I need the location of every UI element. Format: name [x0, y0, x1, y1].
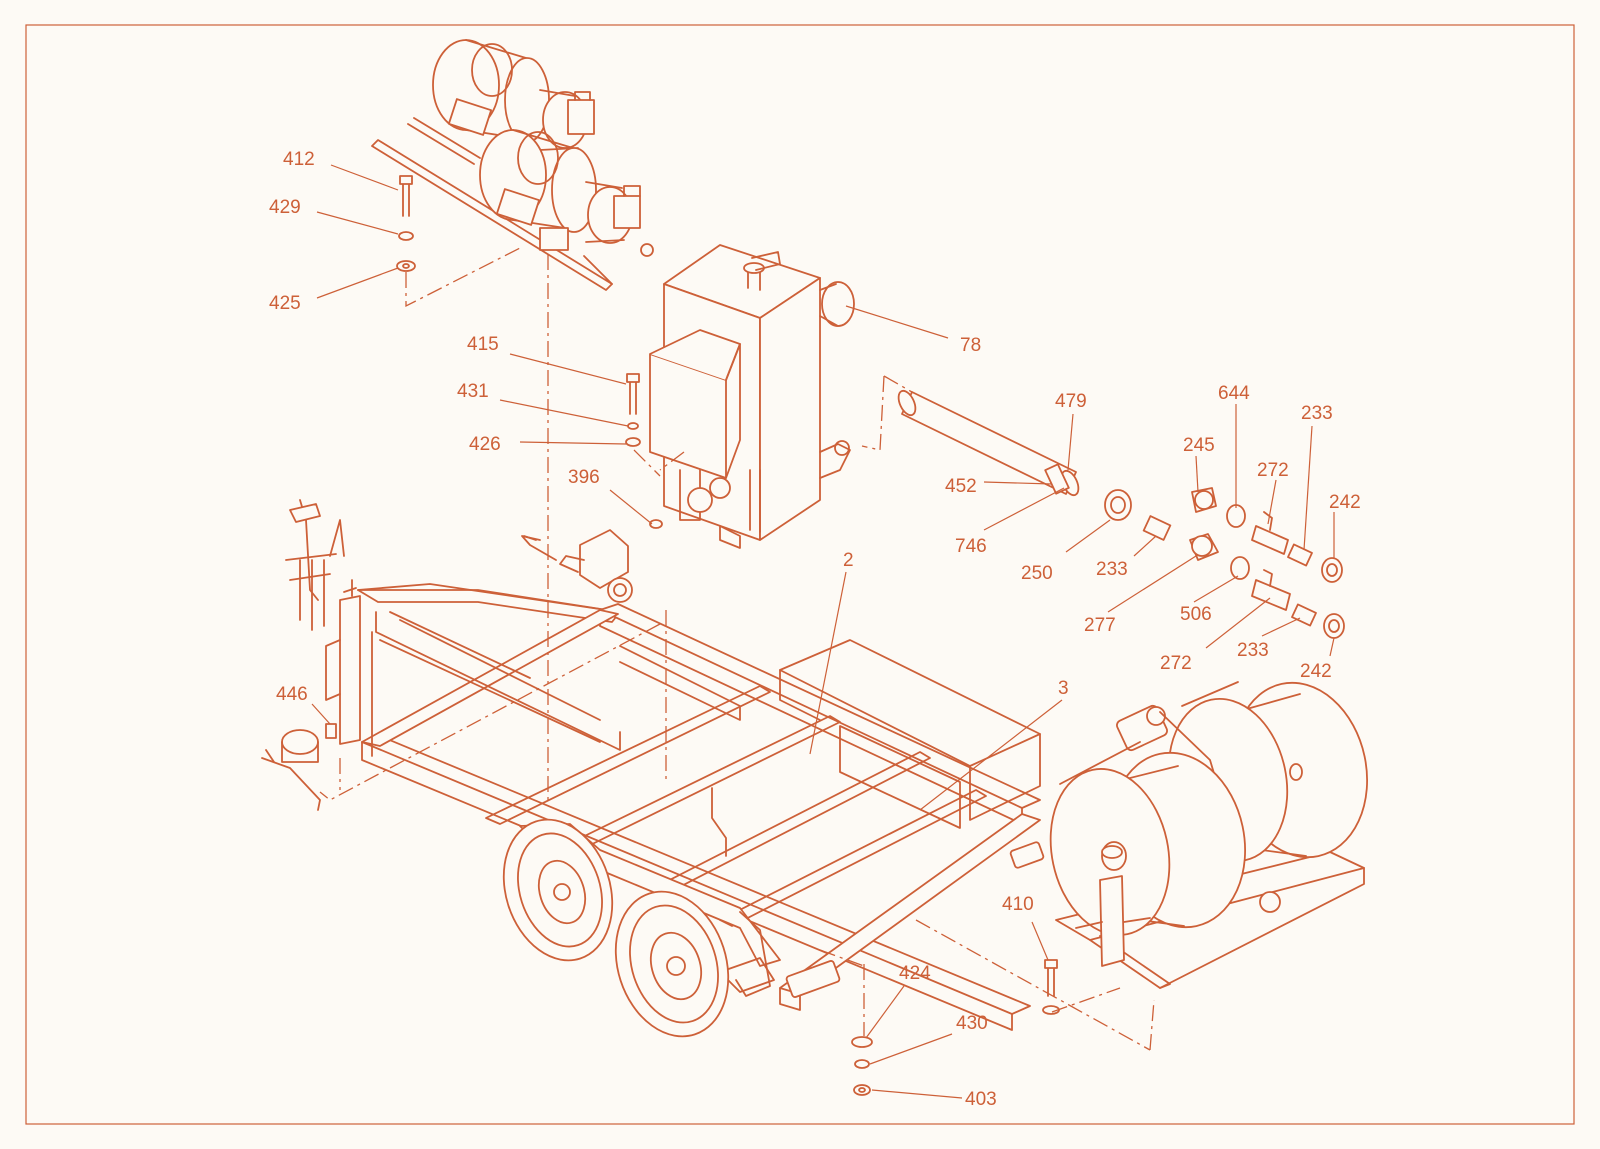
callout-242-top: 242	[1329, 492, 1361, 513]
callout-2: 2	[843, 550, 854, 571]
callout-425: 425	[269, 293, 301, 314]
pump-motor-assembly	[371, 39, 654, 291]
callout-leaders	[311, 164, 1335, 1099]
loose-hardware	[325, 175, 1060, 1096]
callout-424: 424	[899, 963, 931, 984]
callout-272-low: 272	[1160, 653, 1192, 674]
callout-242-low: 242	[1300, 661, 1332, 682]
hose-pipe-assembly	[897, 389, 1080, 497]
callout-277: 277	[1084, 615, 1116, 636]
unloader-valve	[521, 529, 633, 603]
callout-644: 644	[1218, 383, 1250, 404]
callout-233-mid: 233	[1096, 559, 1128, 580]
callout-431: 431	[457, 381, 489, 402]
trailer-wheels	[502, 818, 730, 1038]
burner-cabinet	[649, 244, 855, 549]
assembly-centerlines	[319, 247, 1155, 1051]
callout-410: 410	[1002, 894, 1034, 915]
callout-3: 3	[1058, 678, 1069, 699]
callout-396: 396	[568, 467, 600, 488]
fittings-chain	[1104, 487, 1345, 639]
callout-446: 446	[276, 684, 308, 705]
callout-415: 415	[467, 334, 499, 355]
callout-403: 403	[965, 1089, 997, 1110]
callout-426: 426	[469, 434, 501, 455]
front-jack-hitch	[261, 499, 345, 811]
callout-250: 250	[1021, 563, 1053, 584]
callout-429: 429	[269, 197, 301, 218]
page-border	[25, 24, 1575, 1125]
hose-reels	[1049, 681, 1369, 989]
callout-412: 412	[283, 149, 315, 170]
callout-506: 506	[1180, 604, 1212, 625]
callout-452: 452	[945, 476, 977, 497]
callout-233-low: 233	[1237, 640, 1269, 661]
callout-479: 479	[1055, 391, 1087, 412]
callout-233-top: 233	[1301, 403, 1333, 424]
callout-labels: 412 429 425 78 415 431 426 396 479 452 7…	[269, 149, 1361, 1110]
callout-245: 245	[1183, 435, 1215, 456]
callout-746: 746	[955, 536, 987, 557]
callout-430: 430	[956, 1013, 988, 1034]
callout-78: 78	[960, 335, 981, 356]
callout-272-top: 272	[1257, 460, 1289, 481]
